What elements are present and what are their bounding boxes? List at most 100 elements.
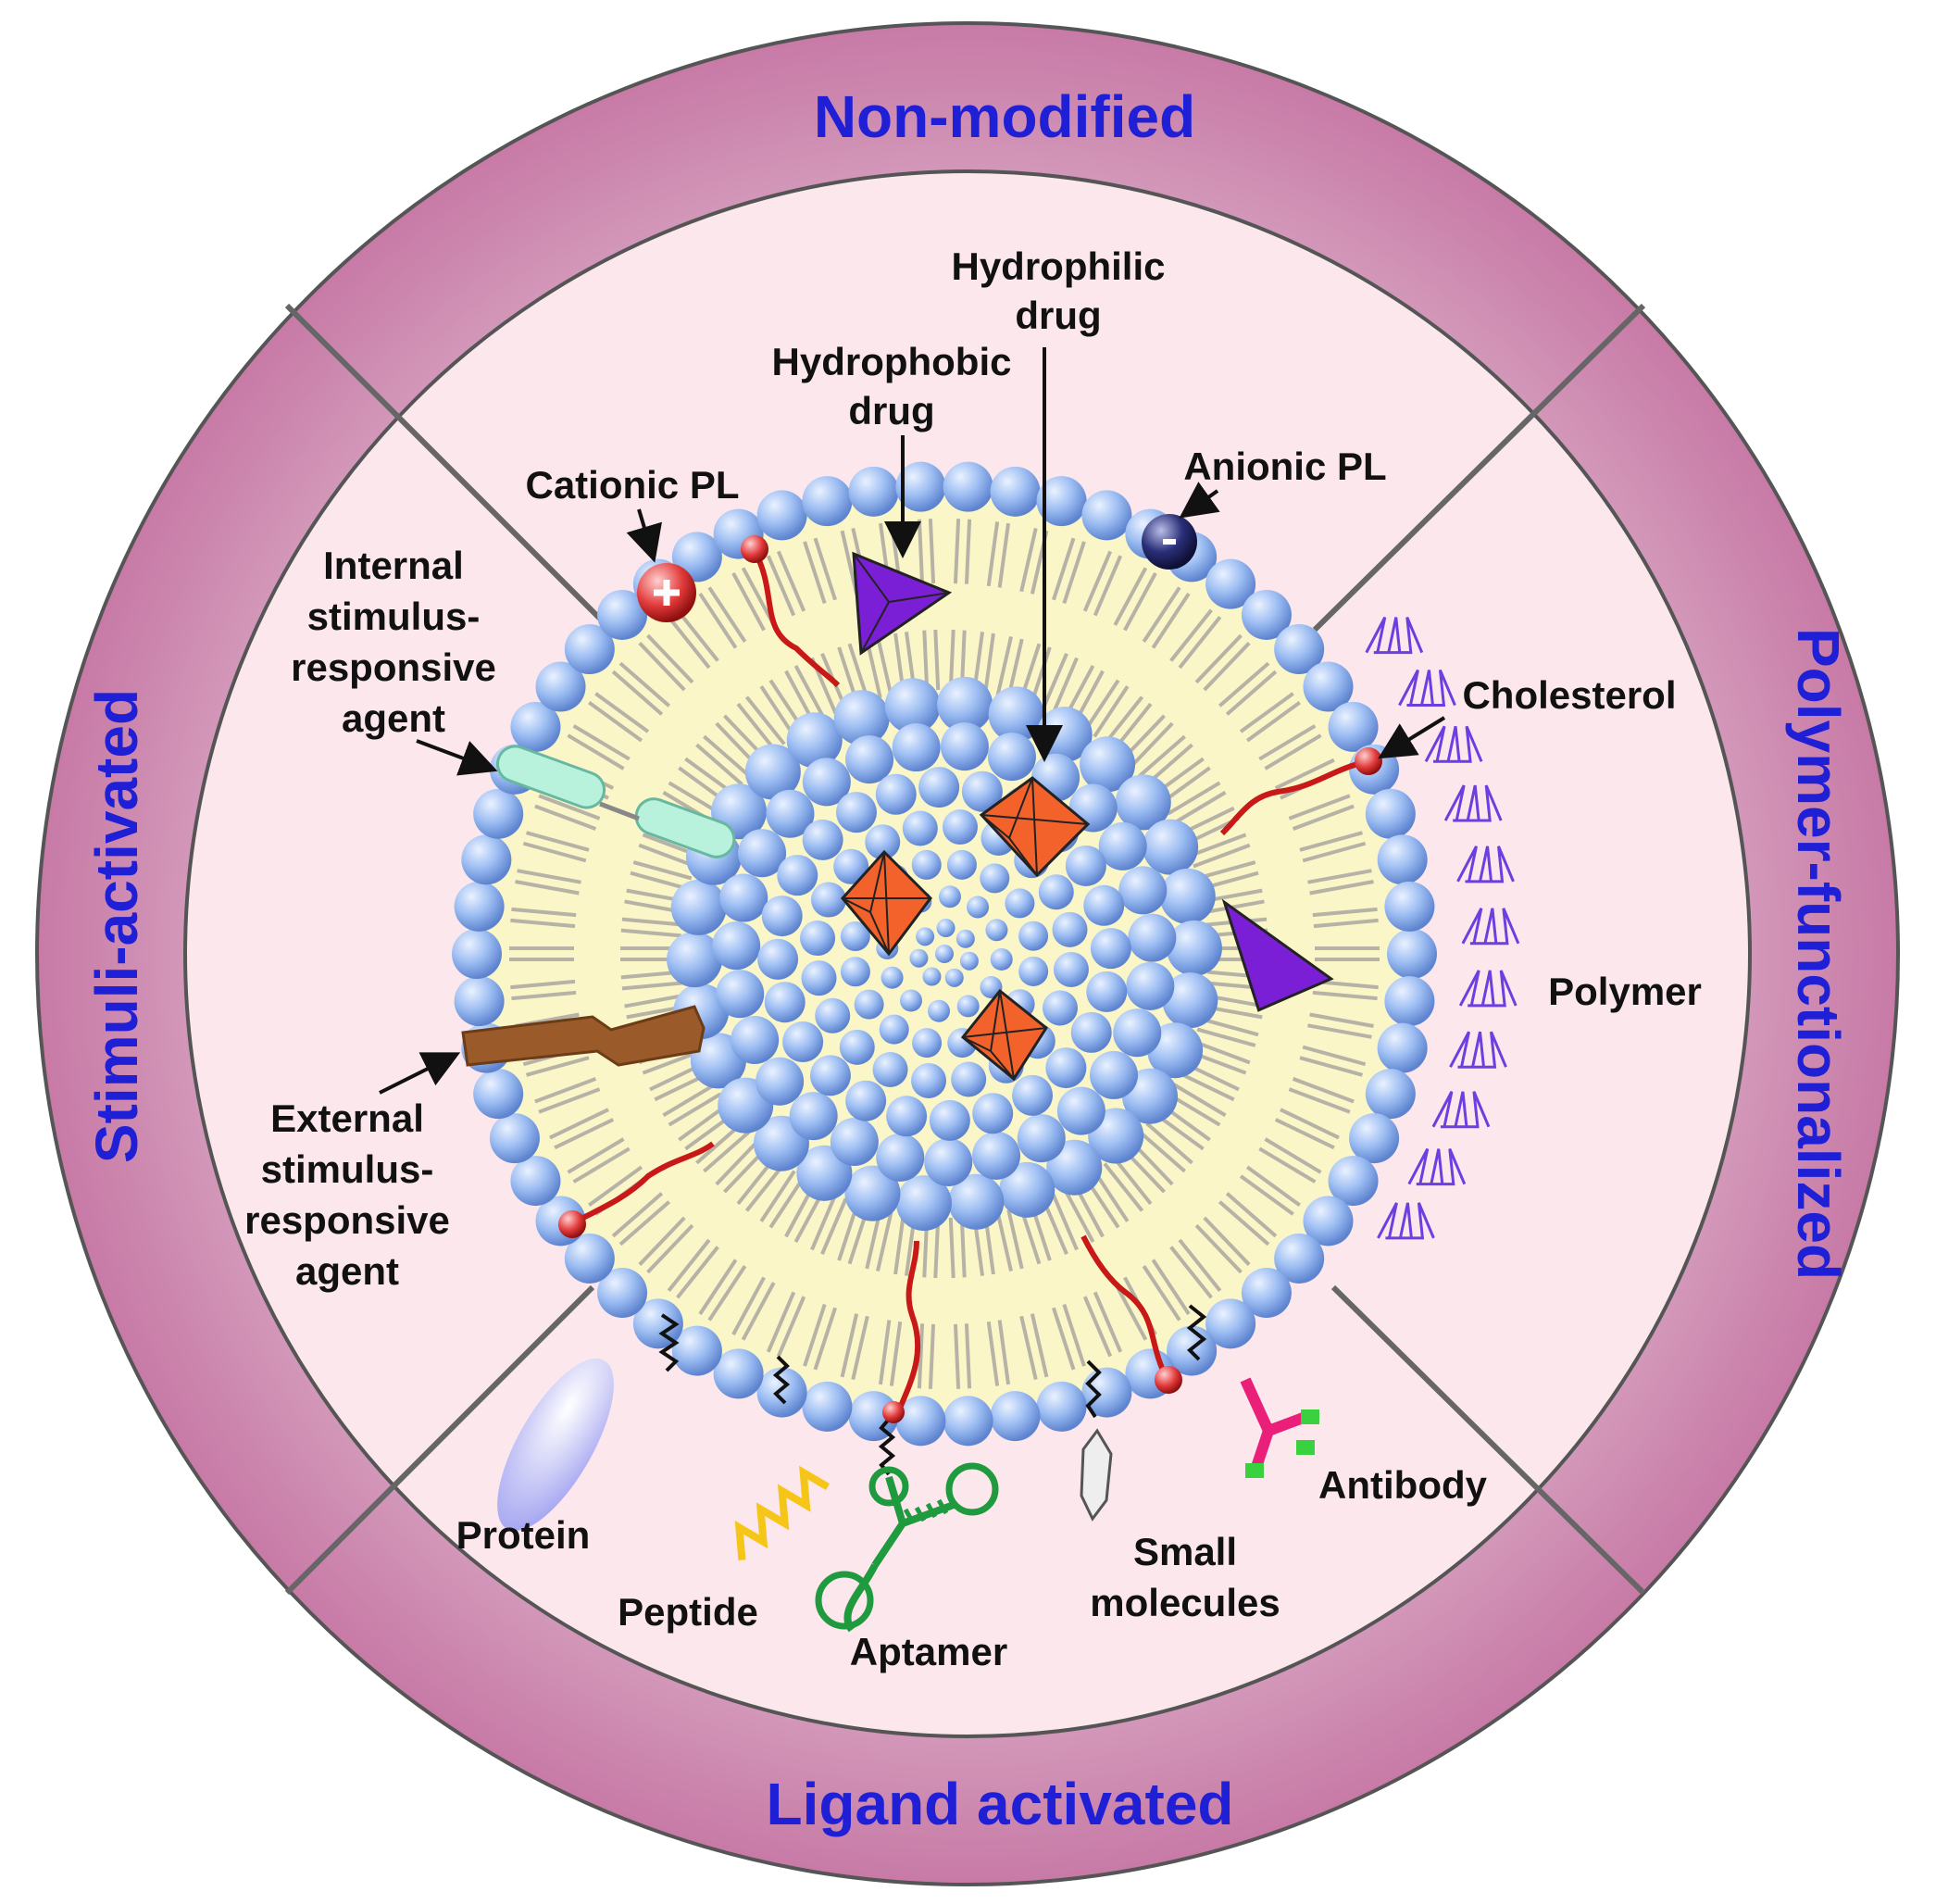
core-lipid-head [789,1092,838,1141]
lipid-head [597,1268,648,1319]
label-hydrophilic-line1: Hydrophilic [951,244,1165,288]
lipid-tail [1203,1216,1251,1266]
lipid-tail [526,831,590,852]
lipid-tail [526,1056,590,1077]
lipid-tail [1309,1012,1374,1028]
label-antibody: Antibody [1318,1463,1488,1507]
core-lipid-head [854,989,884,1020]
lipid-tail [538,1087,601,1114]
core-lipid-head [940,722,989,771]
core-lipid-head [802,819,843,860]
lipid-head [756,1367,807,1418]
lipid-tail [534,804,597,831]
hydrophobic-drug-right [1221,898,1334,1012]
core-lipid-head [872,1052,908,1088]
label-external-line2: stimulus- [261,1147,434,1191]
section-label-right: Polymer-functionalized [1785,628,1852,1280]
lipid-head [1384,976,1435,1027]
lipid-head [1328,701,1379,752]
lipid-tail [676,608,719,662]
core-lipid-head [911,849,942,880]
lipid-tail [1178,616,1222,670]
label-external-line4: agent [295,1249,399,1293]
lipid-tail [744,1162,786,1212]
divider-line [284,1284,595,1596]
core-lipid-head [929,1099,970,1141]
core-lipid-head [1017,1114,1066,1163]
core-lipid-head [756,1057,805,1106]
cholesterol-tail [572,1141,715,1225]
lipid-tail [1313,918,1379,929]
core-lipid-head [1046,1139,1103,1196]
polymer-chain [1365,616,1424,655]
core-lipid-head [918,767,960,808]
lipid-tail [668,1092,722,1127]
lipid-tail [1145,1121,1193,1165]
core-lipid-head [757,938,799,980]
core-lipid-head [956,929,975,948]
lipid-tail [1302,1045,1367,1067]
lipid-head [454,976,505,1027]
lipid-head [713,1348,764,1399]
lipid-tail [1113,1282,1148,1341]
lipid-tail [611,1192,664,1238]
divider-line [1312,303,1646,633]
lipid-tail [1103,1162,1144,1212]
divider-line [284,303,614,633]
lipid-tail [1093,685,1130,738]
core-lipid-head [990,947,1013,971]
core-lipid-head [935,945,954,963]
lipid-tail [1288,794,1351,820]
lipid-tail [736,702,778,753]
core-lipid-head [1166,920,1222,976]
arrow-cholesterol [1378,716,1446,759]
core-lipid-head [1115,774,1171,831]
lipid-tail [1193,843,1251,869]
core-lipid-head [782,1021,824,1063]
lipid-tail [1169,608,1213,662]
lipid-tail [1292,1077,1355,1104]
lipid-tail [1178,1238,1222,1292]
core-lipid-head [1065,845,1106,886]
cholesterol-tail [895,1240,921,1414]
core-lipid-head [1128,913,1177,962]
core-lipid-head [810,882,846,918]
core-lipid-head [1090,928,1131,970]
core-lipid-head [879,1014,909,1045]
arrow-cationic [626,508,662,563]
lipid-tail [534,1077,597,1104]
lipid-tail [948,1217,956,1279]
section-label-top: Non-modified [814,83,1195,150]
lipid-tail [1258,724,1317,761]
lipid-head [597,589,648,640]
cholesterol-head [741,535,768,563]
lipid-head [1036,476,1087,527]
polymer-chain [1449,1031,1507,1069]
core-lipid-head [667,932,723,988]
core-lipid-head [1118,866,1168,915]
core-lipid-head [875,773,917,815]
lipid-tail [1138,734,1186,778]
core-lipid-head [844,1165,901,1221]
lipid-head [1274,1233,1325,1284]
lipid-tail [1218,661,1270,708]
core-lipid-head [840,921,870,952]
core-lipid-head [928,999,951,1022]
lipid-tail [1051,1193,1079,1251]
lipid-tail [1307,869,1372,884]
lipid-tail [1225,1192,1278,1238]
lipid-tail [1196,860,1256,881]
lipid-tail [715,1139,760,1186]
lipid-tail [1083,679,1120,732]
core-lipid-head [938,885,961,908]
label-small-line1: Small [1133,1530,1237,1573]
lipid-tail [1258,1146,1317,1184]
lipid-tail [1129,721,1174,769]
core-lipid-head [833,848,869,884]
cholesterol-head [1155,1366,1182,1394]
core-lipid-head [886,1096,928,1137]
lipid-head [1387,929,1437,979]
label-cationic-pl: Cationic PL [525,463,739,507]
lipid-tail [1307,1023,1372,1039]
